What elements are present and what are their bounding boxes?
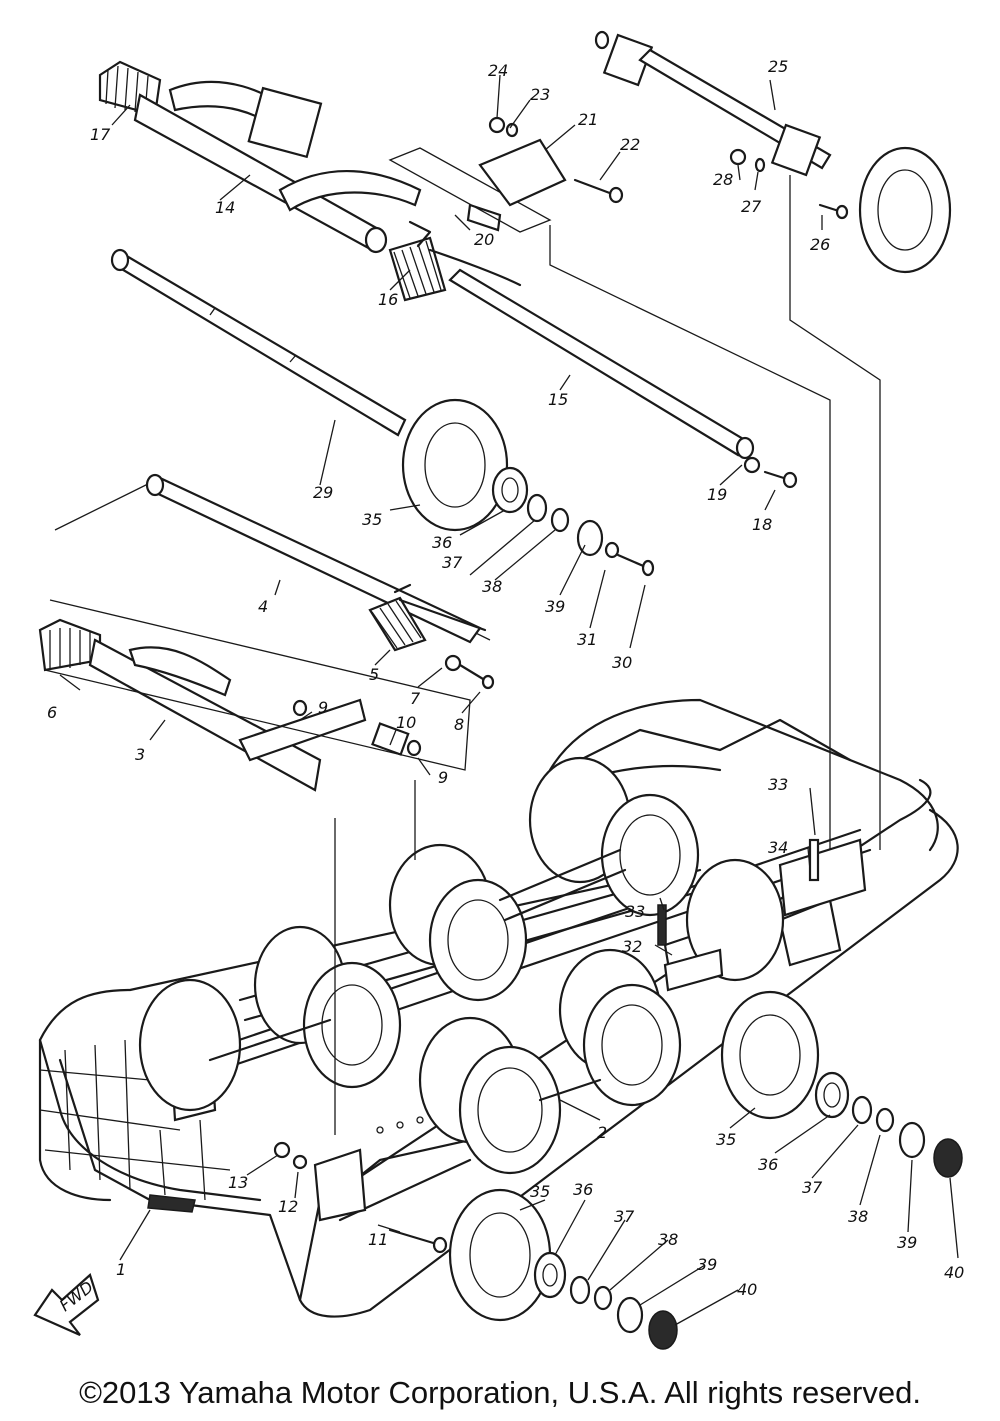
callout-1: 1	[116, 1260, 126, 1279]
callout-11: 11	[368, 1230, 388, 1249]
callout-20: 20	[474, 230, 494, 249]
callout-37c: 37	[614, 1207, 635, 1226]
callout-22: 22	[620, 135, 640, 154]
callout-38b: 38	[848, 1207, 868, 1226]
callout-18: 18	[752, 515, 772, 534]
rear-axle-25	[594, 30, 952, 850]
callout-40b: 40	[737, 1280, 757, 1299]
front-shaft-spring	[54, 473, 495, 690]
callout-36c: 36	[573, 1180, 593, 1199]
callout-27: 27	[741, 197, 762, 216]
callout-32: 32	[622, 937, 642, 956]
callout-37a: 37	[442, 553, 463, 572]
callout-30: 30	[612, 653, 632, 672]
idler-wheels	[138, 756, 820, 1322]
leader-lines	[59, 74, 959, 1326]
callout-23: 23	[530, 85, 550, 104]
callout-9b: 9	[438, 768, 448, 787]
callout-19: 19	[707, 485, 727, 504]
fwd-arrow: FWD	[33, 1273, 100, 1337]
callout-29: 29	[313, 483, 333, 502]
callout-28: 28	[713, 170, 733, 189]
callout-13: 13	[228, 1173, 248, 1192]
callout-33b: 33	[625, 902, 645, 921]
callout-labels: 1 2 3 4 5 6 7 8 9 9 10 11 12 13 14 15 16…	[47, 57, 964, 1299]
callout-2: 2	[597, 1123, 607, 1142]
callout-21: 21	[578, 110, 598, 129]
callout-39a: 39	[545, 597, 565, 616]
callout-17: 17	[90, 125, 111, 144]
hub-hardware-lower	[273, 838, 963, 1350]
callout-40a: 40	[944, 1263, 964, 1282]
callout-26: 26	[810, 235, 830, 254]
copyright-notice: ©2013 Yamaha Motor Corporation, U.S.A. A…	[79, 1375, 921, 1410]
callout-34: 34	[768, 838, 788, 857]
callout-6: 6	[47, 703, 57, 722]
callout-31: 31	[577, 630, 597, 649]
callout-35c: 35	[530, 1182, 550, 1201]
track-assembly	[38, 698, 959, 1318]
callout-37b: 37	[802, 1178, 823, 1197]
callout-33a: 33	[768, 775, 788, 794]
callout-39c: 39	[697, 1255, 717, 1274]
front-arm-assembly	[38, 599, 471, 792]
callout-16: 16	[378, 290, 398, 309]
callout-15: 15	[548, 390, 568, 409]
callout-5: 5	[369, 665, 379, 684]
rear-arm-assembly	[98, 60, 502, 254]
callout-25: 25	[768, 57, 788, 76]
shaft-29-wheel	[110, 248, 655, 577]
callout-7: 7	[410, 689, 421, 708]
callout-4: 4	[258, 597, 268, 616]
callout-14: 14	[215, 198, 235, 217]
callout-35b: 35	[716, 1130, 736, 1149]
callout-12: 12	[278, 1197, 298, 1216]
callout-9a: 9	[318, 698, 328, 717]
callout-8: 8	[454, 715, 464, 734]
callout-39b: 39	[897, 1233, 917, 1252]
callout-36a: 36	[432, 533, 452, 552]
callout-38c: 38	[658, 1230, 678, 1249]
callout-35a: 35	[362, 510, 382, 529]
callout-24: 24	[488, 61, 508, 80]
bracket-21-hardware	[388, 116, 831, 850]
callout-36b: 36	[758, 1155, 778, 1174]
callout-38a: 38	[482, 577, 502, 596]
callout-3: 3	[135, 745, 145, 764]
rear-spring-shaft	[388, 220, 798, 489]
callout-10: 10	[396, 713, 416, 732]
